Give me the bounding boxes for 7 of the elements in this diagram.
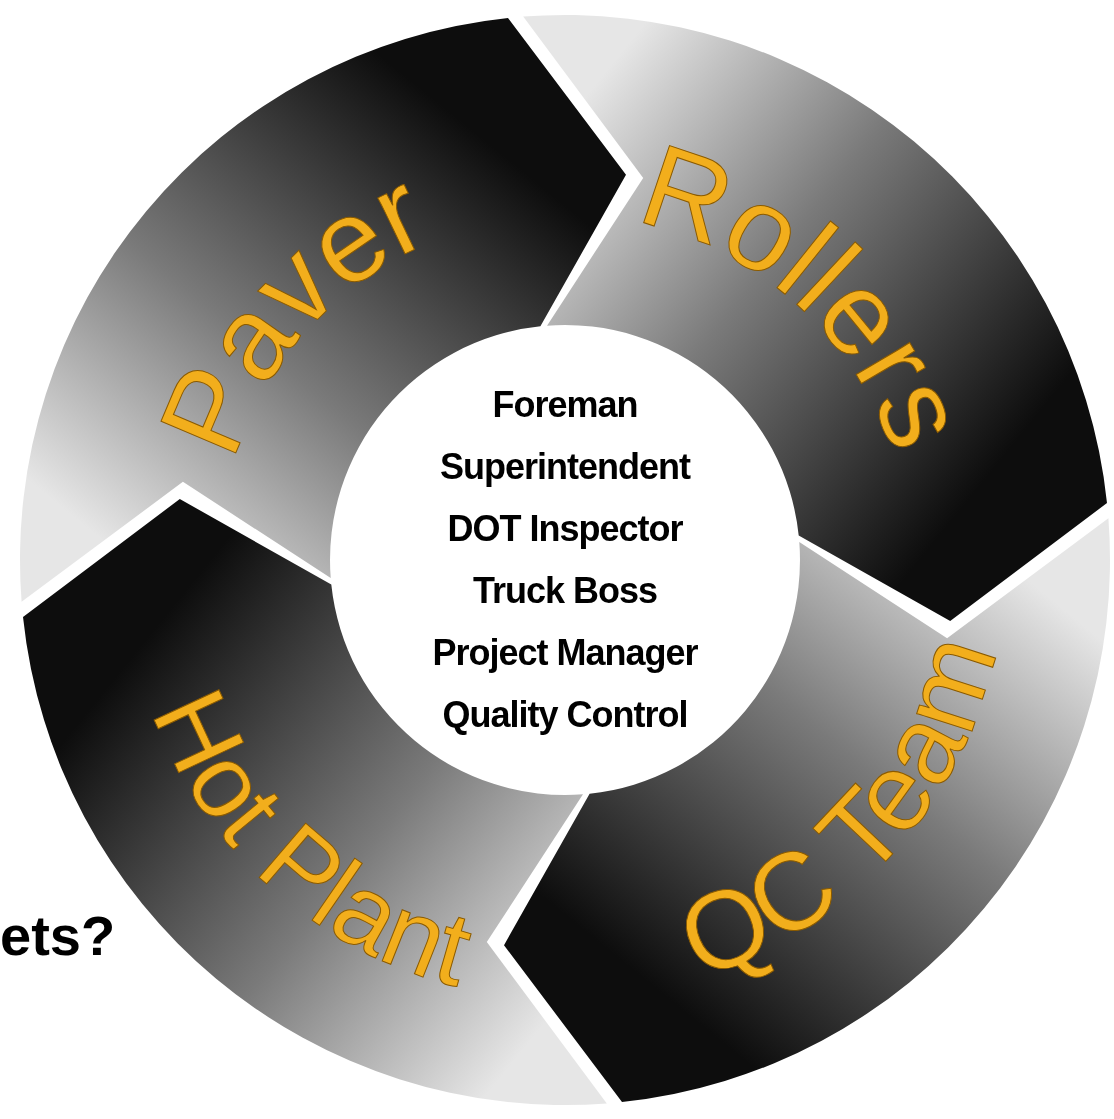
role-text: Quality Control [442, 693, 688, 737]
role-text: Project Manager [432, 631, 698, 675]
role-text: Superintendent [440, 446, 690, 489]
role-text: Truck Boss [472, 569, 658, 613]
role-text: DOT Inspector [447, 507, 683, 551]
question-text: ets? [0, 908, 116, 964]
role-text: Foreman [492, 383, 638, 427]
